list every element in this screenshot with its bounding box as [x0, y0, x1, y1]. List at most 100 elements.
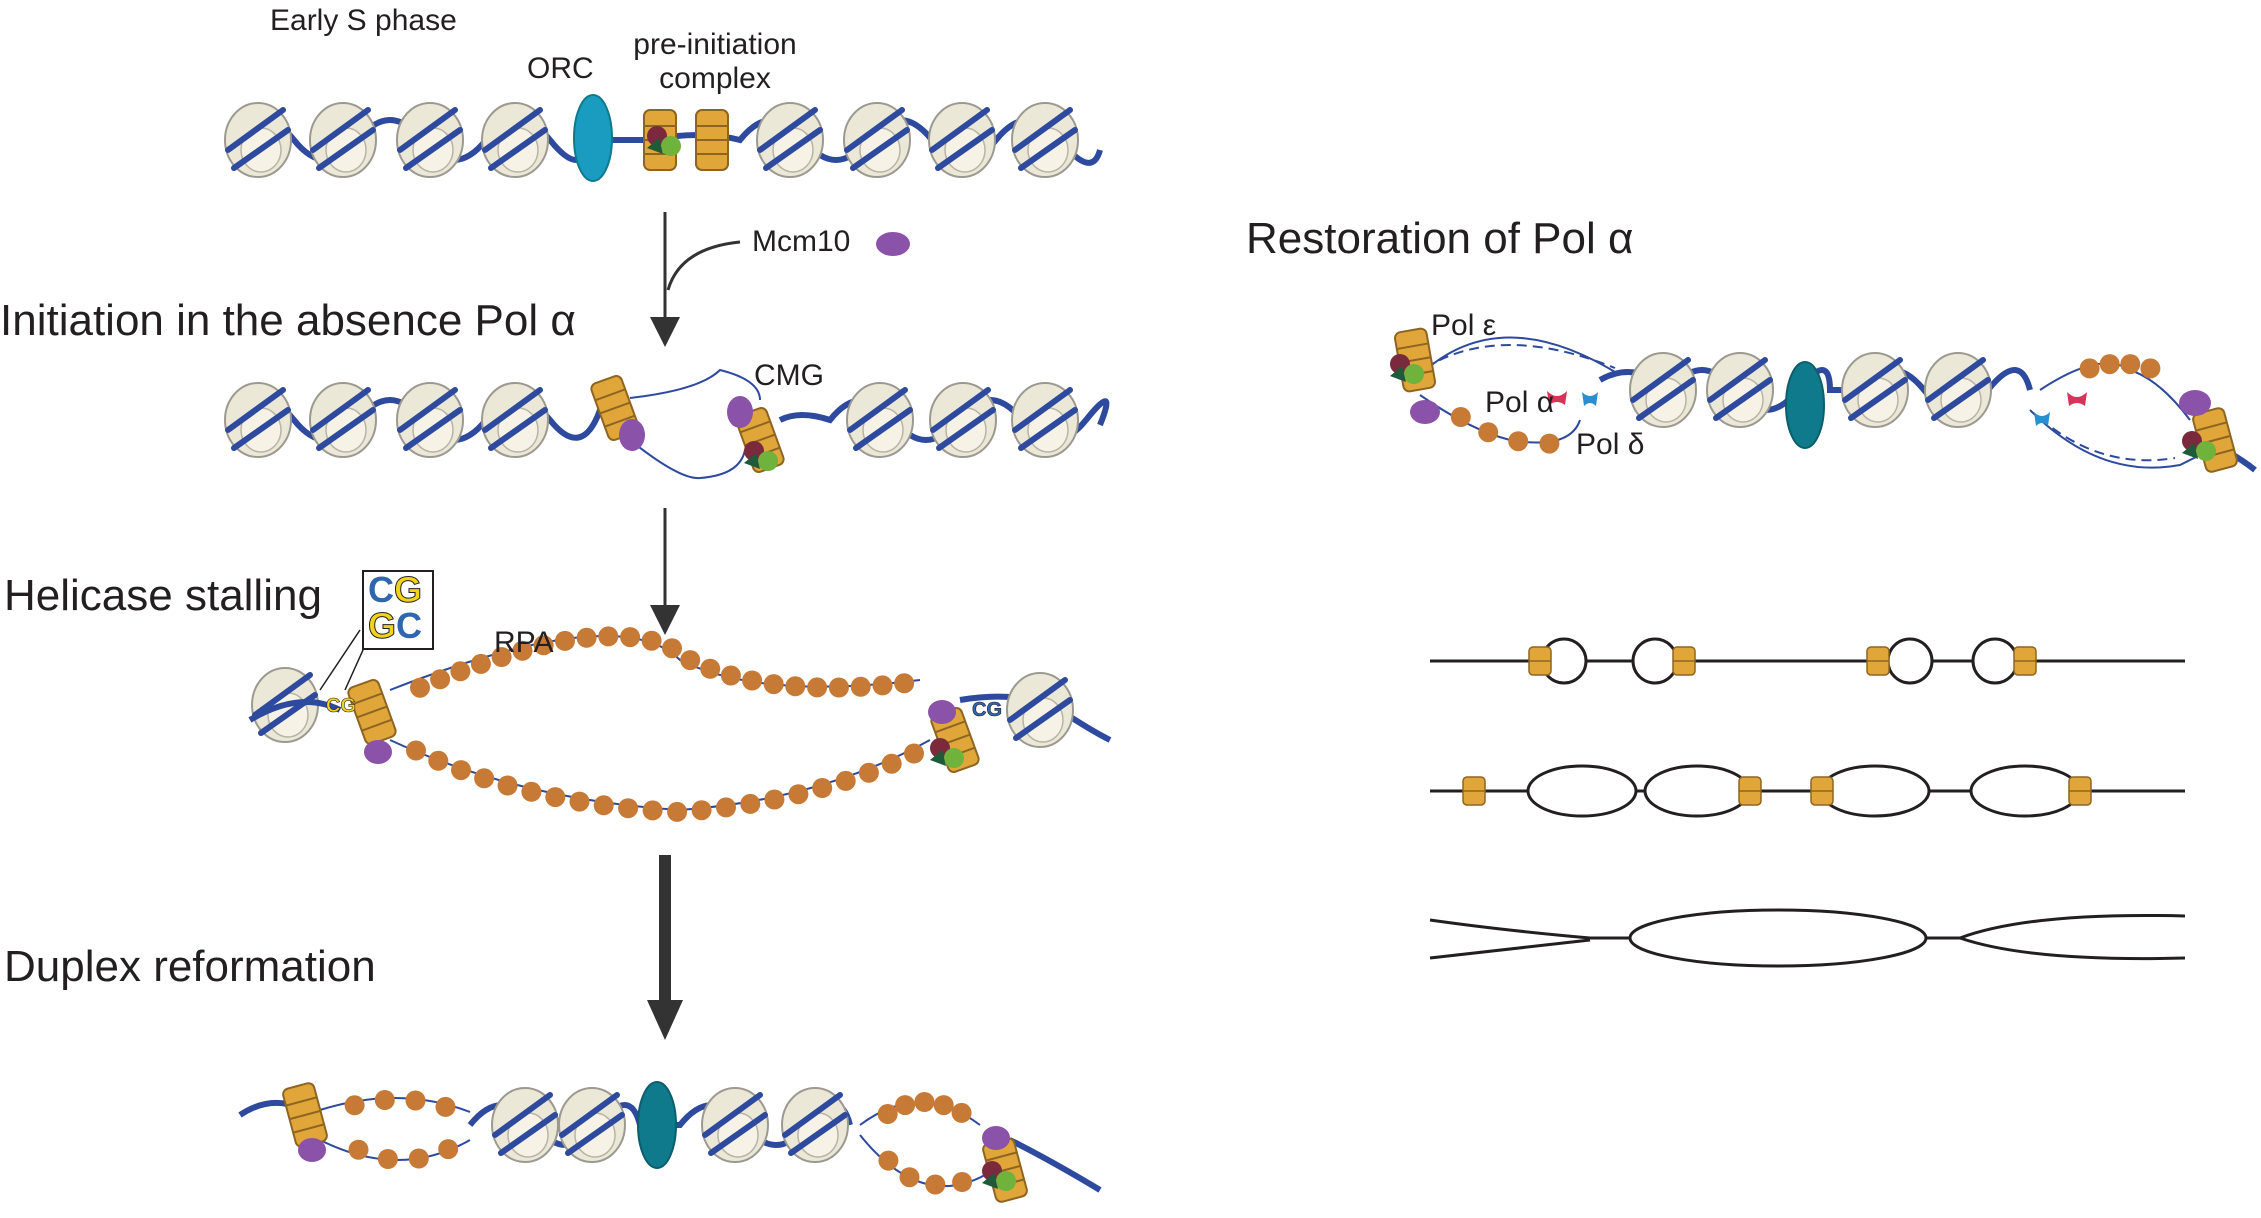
- rpa-bead: [474, 768, 495, 789]
- pol-delta-icon: [2034, 412, 2050, 426]
- nucleosome: [1842, 353, 1908, 427]
- restoration-heading: Restoration of Pol α: [1246, 214, 1634, 263]
- nucleosome: [1925, 353, 1991, 427]
- nucleosome: [225, 103, 291, 177]
- rpa-bead: [878, 1150, 899, 1171]
- rpa-bead: [700, 658, 721, 679]
- cmg-label: CMG: [754, 359, 824, 392]
- pre-initiation-line1: pre-initiation: [633, 28, 797, 61]
- rpa-bead: [877, 1104, 898, 1124]
- rpa-bead: [662, 638, 682, 659]
- nucleosome: [225, 383, 291, 457]
- helicase-mini-icon: [1810, 776, 1834, 806]
- helicase-mini-icon: [2013, 646, 2037, 676]
- rpa-bead: [620, 627, 641, 648]
- thick-arrow-shaft: [659, 855, 671, 1005]
- rpa-bead: [377, 1149, 398, 1169]
- replication-bubble: [1631, 637, 1679, 685]
- rpa-bead: [740, 793, 761, 814]
- dna-strand: [1008, 1137, 1102, 1193]
- rpa-bead: [716, 797, 736, 818]
- helicase-mini-icon: [2068, 776, 2092, 806]
- mcm10-icon: [727, 396, 753, 428]
- mcm-helicase: [695, 109, 729, 171]
- unwound-strand-bottom: [629, 439, 746, 480]
- rpa-bead: [2120, 354, 2141, 375]
- nucleosome: [1007, 673, 1073, 747]
- rpa-bead: [470, 653, 491, 674]
- schematic-line-3: [1429, 908, 2186, 968]
- rpa-bead: [642, 800, 663, 821]
- helicase-mini-icon: [1528, 646, 1552, 676]
- rpa-bead: [344, 1095, 365, 1116]
- rpa-bead: [835, 770, 856, 791]
- rpa-bead: [667, 801, 688, 822]
- mcm10-icon: [619, 419, 645, 451]
- replication-bubble: [1969, 764, 2081, 818]
- rpa-bead: [1508, 431, 1529, 452]
- rpa-bead: [785, 676, 806, 697]
- replication-bubble: [1526, 764, 1638, 818]
- replication-bubble: [1886, 637, 1934, 685]
- row4-dna-fiber: [238, 1080, 1102, 1205]
- rpa-bead: [850, 676, 871, 697]
- rpa-bead: [914, 1092, 935, 1112]
- schematic-line-1: [1430, 637, 2185, 685]
- nucleosome: [930, 383, 996, 457]
- nucleosome: [844, 103, 910, 177]
- nucleosome: [492, 1088, 558, 1162]
- rpa-bead: [895, 1095, 916, 1116]
- rpa-bead: [435, 1096, 456, 1117]
- rpa-bead: [438, 1139, 459, 1160]
- orc-complex: [1785, 361, 1825, 449]
- cmg-helicase-left: [280, 1080, 330, 1150]
- rpa-bead: [576, 627, 597, 648]
- rpa-bead: [764, 789, 785, 810]
- nucleosome: [310, 383, 376, 457]
- schematic-dna-line: [1429, 938, 1591, 960]
- mcm10-icon: [298, 1138, 326, 1162]
- mcm10-icon: [364, 740, 392, 764]
- nucleosome: [482, 103, 548, 177]
- pol-alpha-label: Pol α: [1485, 386, 1555, 419]
- schematic-line-2: [1430, 764, 2185, 818]
- rpa-bead: [533, 635, 554, 656]
- rpa-bead: [428, 750, 449, 771]
- rpa-bead: [497, 775, 518, 796]
- rpa-label: RPA: [494, 626, 554, 659]
- initiation-heading: Initiation in the absence Pol α: [0, 296, 576, 345]
- nucleosome: [702, 1088, 768, 1162]
- nucleosome: [757, 103, 823, 177]
- rpa-bead: [618, 798, 639, 819]
- row1-dna-fiber: [225, 94, 1103, 182]
- rpa-bead: [593, 795, 614, 816]
- rpa-bead: [555, 630, 575, 651]
- mcm10-icon: [876, 232, 910, 256]
- orc-complex: [637, 1081, 677, 1169]
- cg-box-letter: G: [367, 605, 397, 646]
- rpa-bead: [410, 677, 430, 698]
- helicase-mini-icon: [1866, 646, 1890, 676]
- orc-label: ORC: [527, 52, 594, 85]
- rpa-bead: [933, 1095, 954, 1116]
- row2-dna-fiber: [225, 368, 1110, 480]
- rpa-bead: [2140, 358, 2161, 379]
- pre-initiation-line2: complex: [659, 62, 771, 95]
- rpa-bead: [1539, 433, 1560, 454]
- cg-motif-box: CG GC: [362, 570, 434, 650]
- rpa-bead: [763, 674, 784, 695]
- rpa-bead: [742, 670, 763, 691]
- cg-box-letter: C: [396, 605, 423, 646]
- rpa-bead: [952, 1172, 973, 1192]
- cg-box-letter: G: [393, 569, 423, 610]
- nucleosome: [1012, 383, 1078, 457]
- rpa-bead: [569, 791, 590, 812]
- rpa-bead: [720, 665, 741, 686]
- pol-delta-icon: [1582, 392, 1598, 406]
- rpa-bead: [1450, 407, 1471, 427]
- nucleosome: [929, 103, 995, 177]
- rpa-bead: [925, 1174, 946, 1195]
- rpa-bead: [348, 1139, 369, 1160]
- helicase-mini-icon: [1462, 776, 1486, 806]
